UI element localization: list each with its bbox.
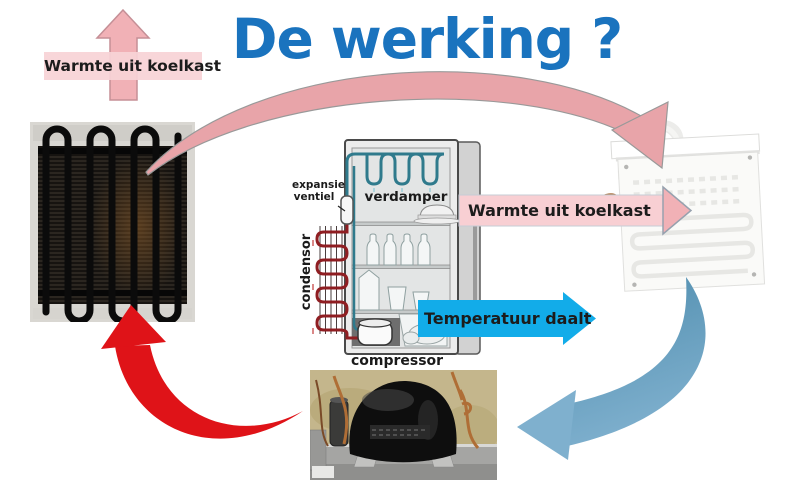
temp-drop-label: Temperatuur daalt xyxy=(424,309,592,328)
condenser-fins xyxy=(319,226,343,334)
compressor-photo xyxy=(310,370,497,480)
wire xyxy=(315,379,329,447)
condenser-coil xyxy=(315,224,359,340)
compressor-unit xyxy=(357,318,393,346)
compressor-photo-graphic xyxy=(310,370,497,480)
embossed-serpentine xyxy=(629,212,755,279)
cold-air-ticks xyxy=(373,188,431,192)
heat-cycle-arc-arrow xyxy=(145,71,669,176)
page-title: De werking ? xyxy=(231,7,623,71)
heat-right-label: Warmte uit koelkast xyxy=(468,201,651,220)
expansie-ventiel-label-line2: ventiel xyxy=(293,191,335,203)
expansie-ventiel-label-line1: expansie xyxy=(292,179,345,191)
compressor-label: compressor xyxy=(350,353,444,369)
copper-tubes xyxy=(332,371,480,449)
bottles xyxy=(366,233,431,266)
red-cycle-arrow xyxy=(101,305,303,439)
carton-and-cups xyxy=(358,269,430,311)
heat-right-arrow xyxy=(458,185,693,236)
burger-on-plate xyxy=(413,204,461,225)
coil-tubes xyxy=(42,125,182,322)
temp-drop-arrow xyxy=(418,292,596,345)
door-handle xyxy=(473,204,477,304)
expansion-valve xyxy=(340,195,354,225)
condensor-label: condensor xyxy=(299,233,314,311)
blue-cycle-arrow xyxy=(517,277,706,460)
verdamper-label: verdamper xyxy=(364,189,448,205)
heat-top-label: Warmte uit koelkast xyxy=(44,52,221,80)
expansie-pointer-line xyxy=(337,205,346,212)
